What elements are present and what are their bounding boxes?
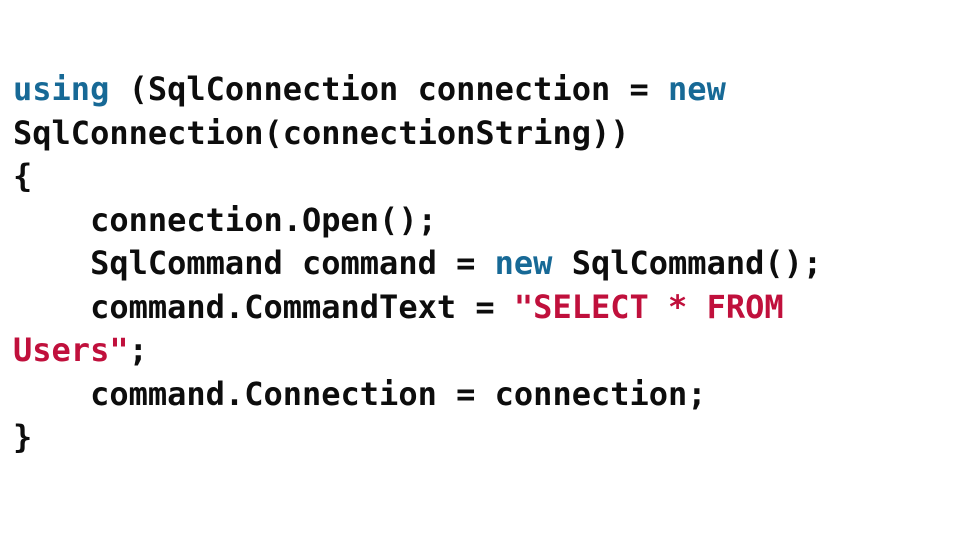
code-line: command.CommandText = "SELECT * FROM (13, 286, 822, 330)
code-line: } (13, 416, 822, 460)
code-line: using (SqlConnection connection = new (13, 68, 822, 112)
code-segment-plain: SqlConnection(connectionString)) (13, 113, 630, 152)
code-segment-plain: command.CommandText = (13, 287, 514, 326)
code-segment-plain: command.Connection = connection; (13, 374, 707, 413)
code-line: SqlCommand command = new SqlCommand(); (13, 242, 822, 286)
code-segment-keyword: using (13, 70, 110, 108)
code-line: connection.Open(); (13, 199, 822, 243)
code-line: command.Connection = connection; (13, 373, 822, 417)
code-segment-plain: SqlCommand(); (552, 244, 823, 282)
code-segment-plain: (SqlConnection connection = (109, 70, 669, 108)
code-segment-plain: SqlCommand command = (13, 244, 495, 282)
code-line: Users"; (13, 329, 822, 373)
code-segment-keyword: new (494, 244, 553, 282)
code-segment-plain: connection.Open(); (13, 200, 437, 239)
code-segment-string: "SELECT * FROM (513, 287, 784, 326)
code-segment-plain: } (13, 418, 33, 456)
code-segment-keyword: new (668, 70, 726, 108)
code-segment-plain: ; (128, 331, 148, 369)
code-line: { (13, 155, 822, 199)
code-segment-string: Users" (13, 331, 129, 369)
code-line: SqlConnection(connectionString)) (13, 112, 822, 156)
code-segment-plain: { (13, 157, 33, 195)
